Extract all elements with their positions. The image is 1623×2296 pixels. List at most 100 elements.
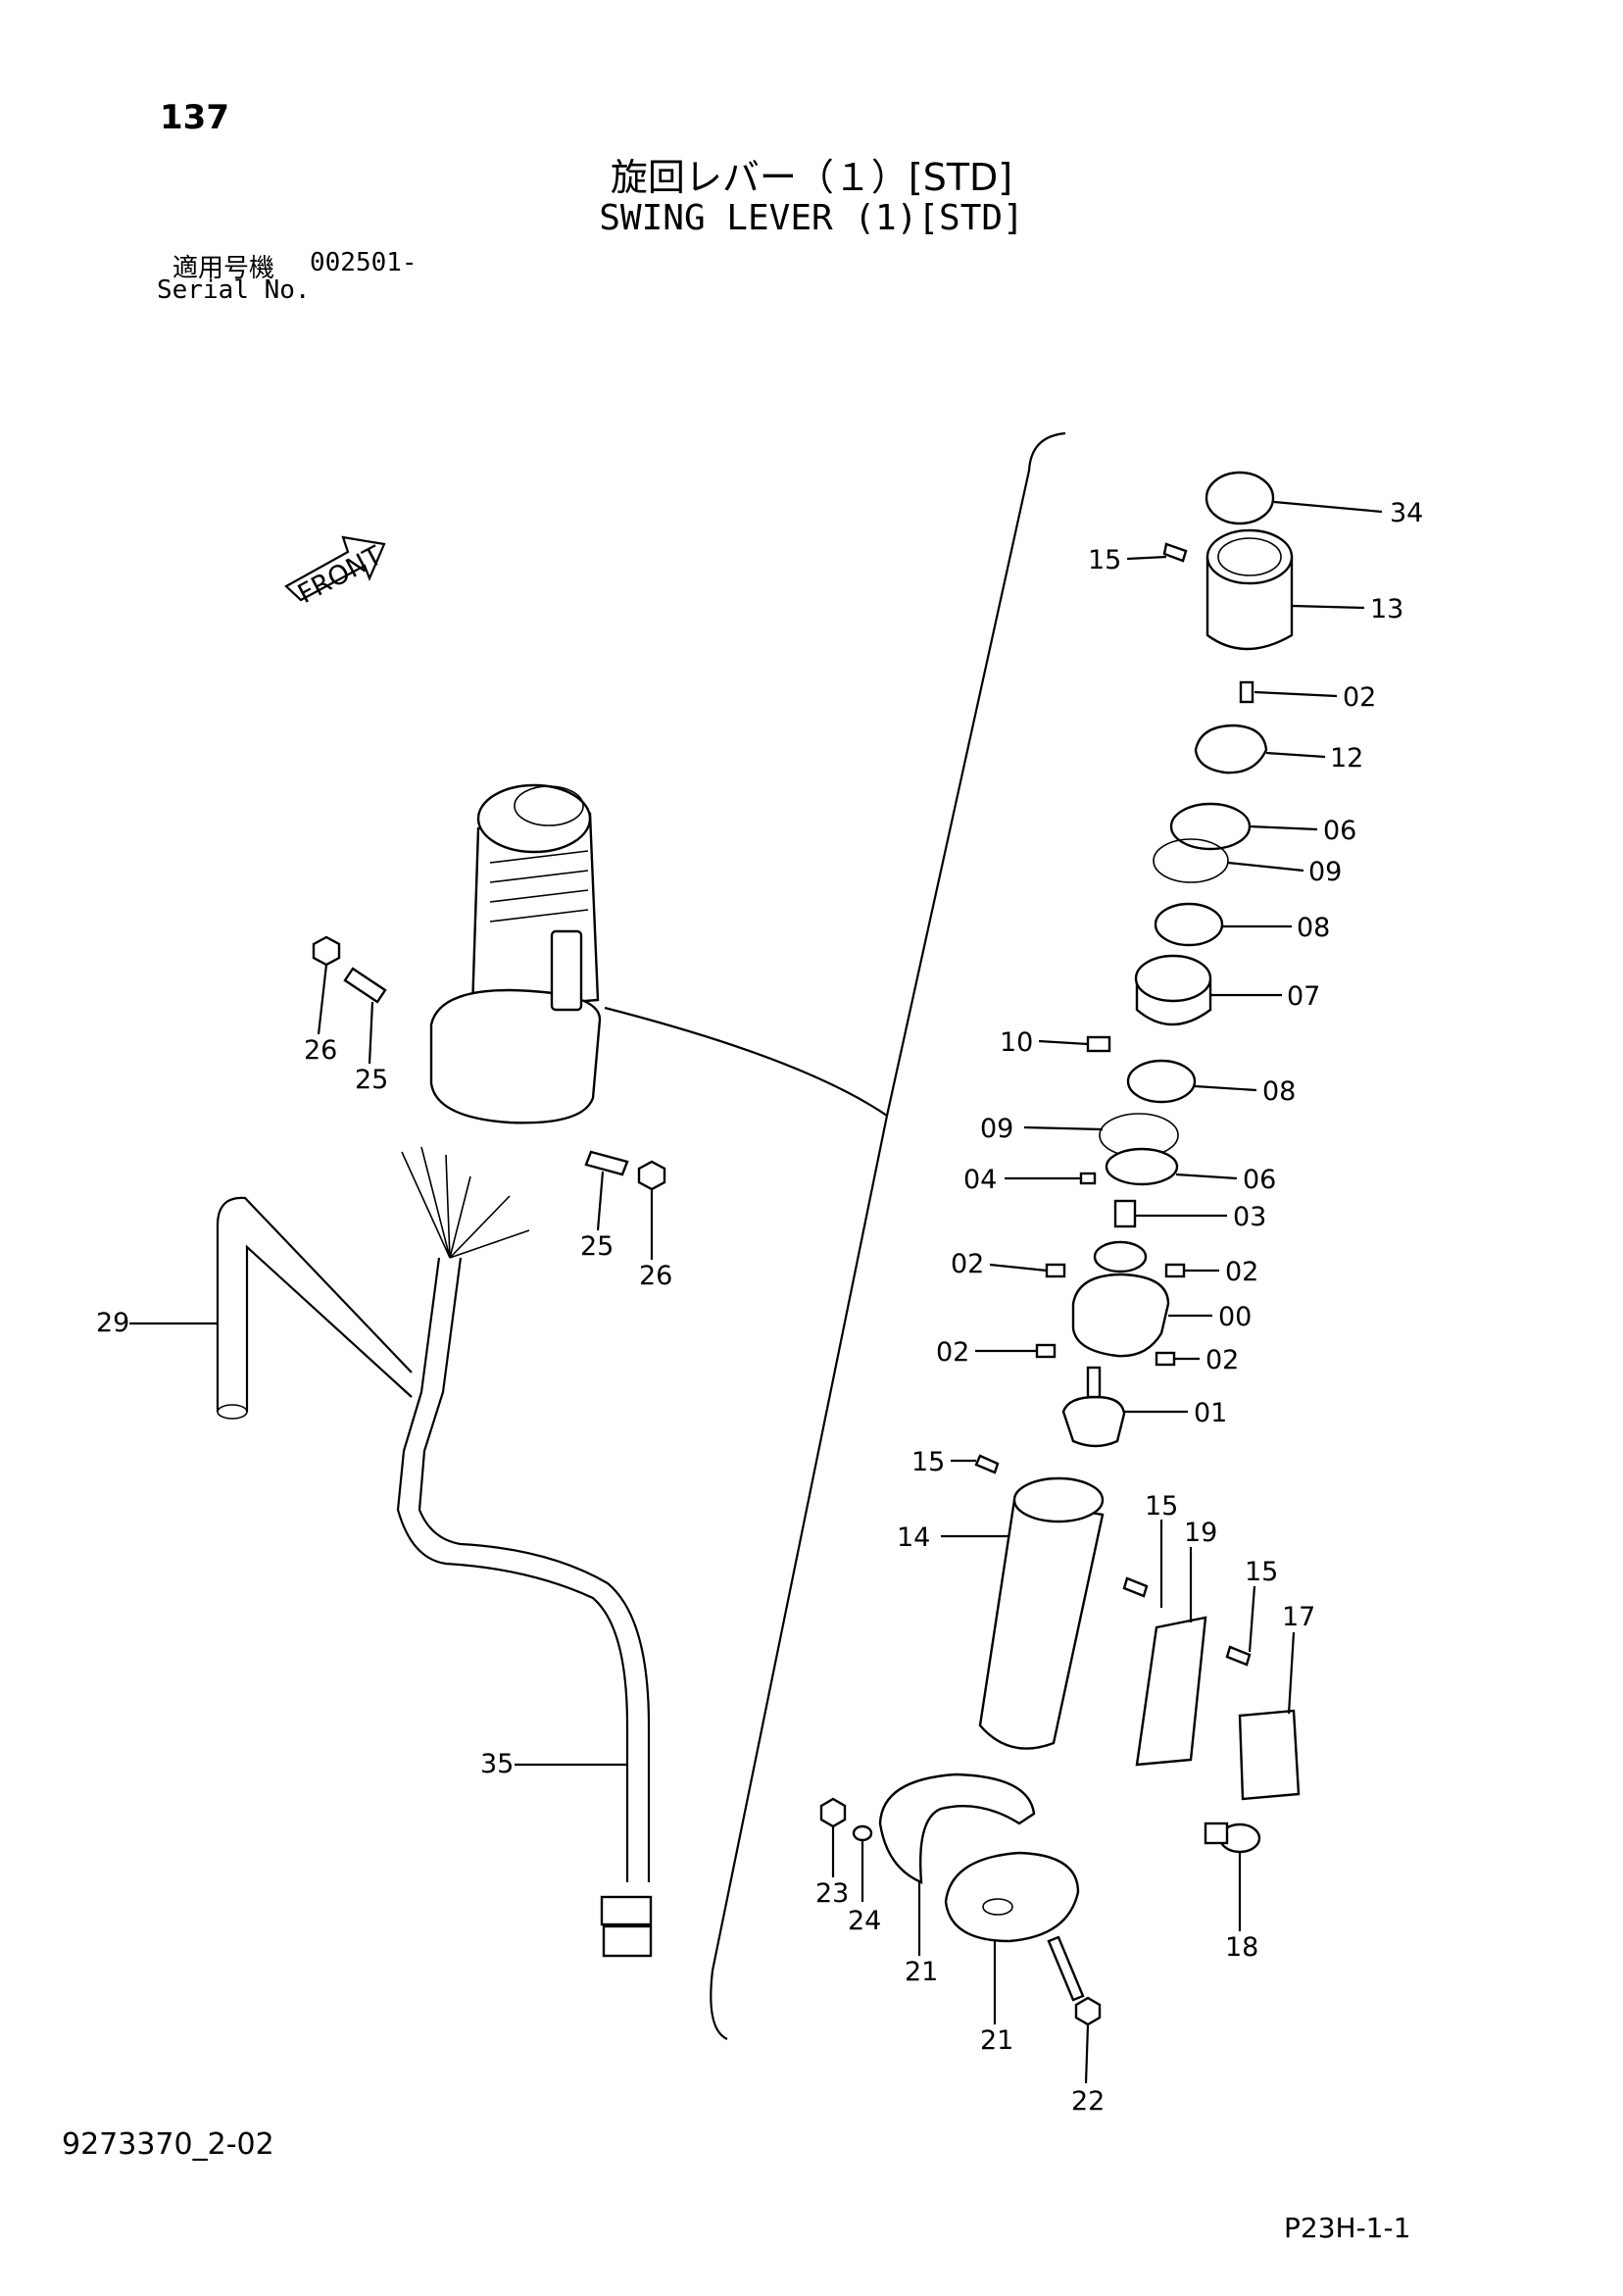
part-callout-08: 08	[1297, 913, 1330, 943]
ring-06-lower	[1105, 1147, 1179, 1186]
housing-00	[1071, 1240, 1170, 1358]
pin-10	[1086, 1035, 1111, 1053]
leader-line	[1265, 751, 1326, 759]
screw-15-top	[1162, 542, 1188, 563]
screws-15-right	[1122, 1576, 1252, 1667]
switch-17	[1238, 1709, 1301, 1801]
ring-08-upper	[1154, 902, 1224, 947]
part-callout-17: 17	[1282, 1602, 1315, 1632]
leader-line	[1273, 500, 1383, 514]
part-callout-22: 22	[1071, 2086, 1105, 2117]
serial-label-english: Serial No.	[157, 275, 311, 305]
part-callout-23: 23	[815, 1878, 849, 1909]
drawing-number: 9273370_2-02	[62, 2127, 274, 2162]
part-callout-06: 06	[1323, 816, 1356, 846]
part-callout-02: 02	[1225, 1257, 1258, 1287]
clamp-21-upper	[878, 1772, 1036, 1884]
bracket-19	[1135, 1616, 1207, 1767]
part-callout-25: 25	[580, 1231, 614, 1262]
part-callout-26: 26	[639, 1261, 672, 1291]
front-label: FRONT	[293, 540, 387, 610]
leader-line	[1249, 824, 1318, 831]
spring-04	[1079, 1172, 1097, 1185]
cap-34	[1205, 471, 1275, 525]
leader-line	[317, 964, 328, 1035]
sleeve-03	[1113, 1199, 1137, 1228]
arrow-icon	[284, 535, 386, 602]
leader-line	[1227, 861, 1304, 873]
leader-line	[1287, 1631, 1296, 1715]
page-reference: P23H-1-1	[1284, 2212, 1411, 2244]
title-japanese: 旋回レバー（１）[STD]	[610, 156, 1013, 199]
part-callout-15: 15	[1088, 545, 1121, 575]
part-callout-21: 21	[980, 2025, 1013, 2056]
ring-08-lower	[1126, 1059, 1197, 1104]
part-callout-02: 02	[951, 1249, 984, 1279]
serial-label-japanese: 適用号機	[172, 254, 275, 283]
valve-01	[1061, 1366, 1126, 1448]
part-callout-21: 21	[905, 1957, 938, 1987]
leader-line	[989, 1263, 1048, 1273]
callouts: 34 15 13 02 12 06 09 08 07 10 08 09 04 06 03 02 02 00 02 02…	[96, 498, 1423, 2117]
leader-line	[596, 1171, 605, 1231]
part-callout-02: 02	[1205, 1345, 1239, 1375]
part-callout-00: 00	[1218, 1302, 1252, 1332]
tube-29	[216, 1196, 413, 1420]
part-callout-03: 03	[1233, 1202, 1266, 1232]
tube-14	[978, 1476, 1105, 1750]
part-callout-04: 04	[963, 1165, 997, 1195]
leader-line	[1023, 1125, 1104, 1131]
part-callout-15: 15	[1145, 1491, 1178, 1522]
part-callout-14: 14	[897, 1522, 930, 1553]
part-callout-13: 13	[1370, 594, 1403, 624]
bolt-22	[1047, 1935, 1102, 2026]
leader-line	[1175, 1173, 1238, 1180]
part-callout-07: 07	[1287, 981, 1320, 1012]
nut-26-upper	[312, 935, 341, 967]
part-callout-34: 34	[1390, 498, 1423, 528]
part-callout-24: 24	[848, 1906, 881, 1936]
title-english: SWING LEVER (1)[STD]	[599, 198, 1024, 238]
part-callout-09: 09	[1308, 857, 1342, 887]
knurled-grip-13	[1205, 528, 1294, 651]
oring-09-upper	[1153, 838, 1229, 883]
cable-harness	[396, 1146, 653, 1958]
assembled-lever	[429, 783, 602, 1124]
part-callout-02: 02	[1343, 682, 1376, 713]
leader-line	[1126, 555, 1167, 561]
part-callout-29: 29	[96, 1308, 129, 1338]
body-07	[1134, 954, 1212, 1026]
connector-18	[1204, 1822, 1261, 1854]
part-callout-15: 15	[1245, 1557, 1278, 1587]
leader-line	[1248, 1585, 1256, 1653]
part-callout-19: 19	[1184, 1518, 1217, 1548]
part-callout-06: 06	[1243, 1165, 1276, 1195]
bolt-25-upper	[343, 967, 387, 1004]
cap-12	[1194, 724, 1268, 774]
part-callout-08: 08	[1262, 1076, 1296, 1107]
screw-15-mid	[974, 1454, 1000, 1474]
part-callout-35: 35	[480, 1749, 514, 1779]
part-callout-09: 09	[980, 1114, 1013, 1144]
part-callout-26: 26	[304, 1035, 337, 1066]
washer-24	[852, 1824, 873, 1842]
clamp-21-lower	[944, 1851, 1080, 1943]
serial-value: 002501-	[310, 248, 418, 277]
part-callout-12: 12	[1330, 743, 1363, 774]
plugs-02	[1035, 1263, 1186, 1367]
part-callout-15: 15	[911, 1447, 945, 1477]
nut-23	[819, 1797, 847, 1828]
part-callout-02: 02	[936, 1337, 969, 1368]
leader-line	[368, 1001, 374, 1065]
plug-02-top	[1239, 680, 1254, 704]
leader-line	[1291, 604, 1365, 610]
leader-line	[1254, 690, 1338, 698]
part-callout-25: 25	[355, 1065, 388, 1095]
part-callout-10: 10	[1000, 1027, 1033, 1058]
nut-26-lower	[637, 1160, 666, 1191]
leader-line	[1194, 1084, 1257, 1092]
page-number: 137	[160, 98, 229, 137]
leader-line	[1038, 1039, 1089, 1046]
front-marker: FRONT	[284, 535, 387, 610]
